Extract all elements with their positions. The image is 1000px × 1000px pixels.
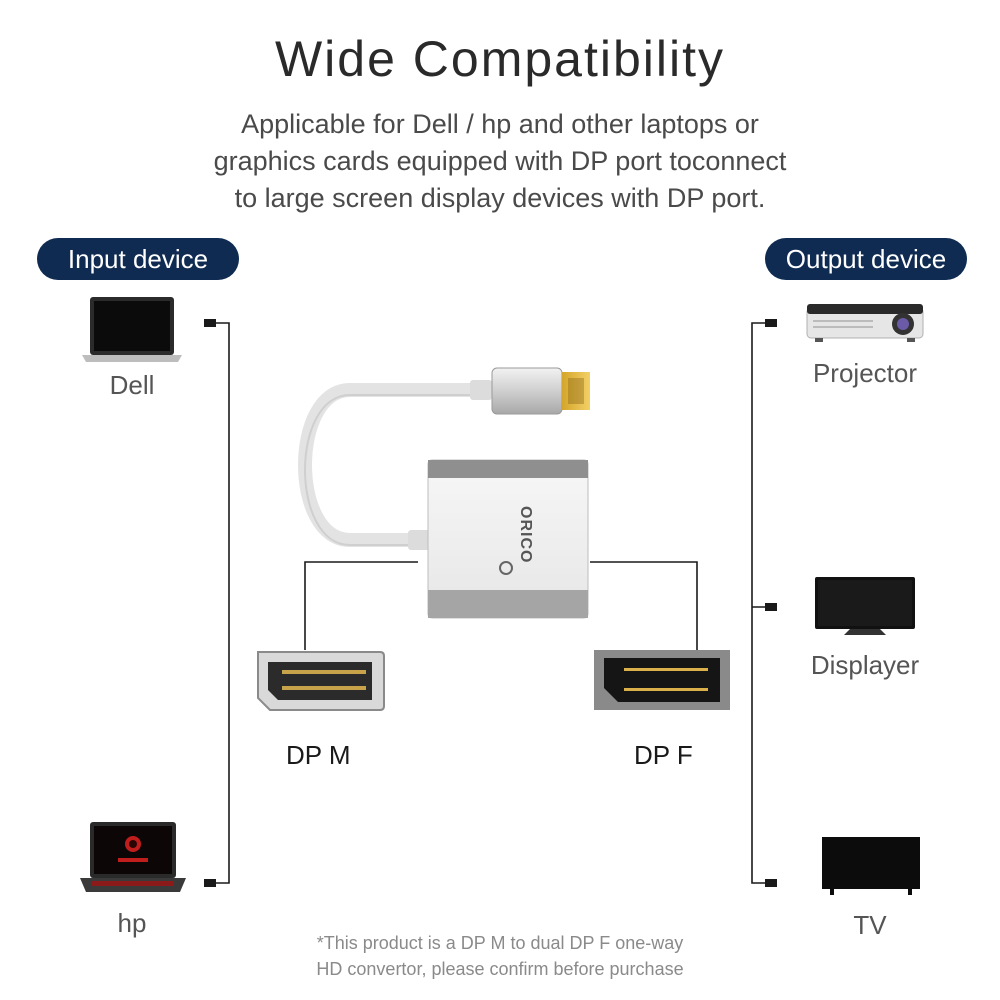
description-line: Applicable for Dell / hp and other lapto… <box>241 109 759 139</box>
footnote-line: HD convertor, please confirm before purc… <box>316 959 684 979</box>
gaming-laptop-icon <box>80 822 186 892</box>
brand-logo: ORICO <box>517 506 534 564</box>
device-label-projector: Projector <box>812 358 918 388</box>
description-line: graphics cards equipped with DP port toc… <box>213 146 787 176</box>
tv-icon <box>822 837 920 895</box>
device-label-dell: Dell <box>109 370 155 400</box>
footnote: *This product is a DP M to dual DP F one… <box>260 930 740 982</box>
device-label-tv: TV <box>853 910 887 940</box>
dp-female-port-icon <box>594 650 730 710</box>
description-line: to large screen display devices with DP … <box>234 183 766 213</box>
device-label-displayer: Displayer <box>810 650 920 680</box>
adapter-product-image <box>298 367 590 619</box>
dp-male-port-icon <box>257 651 385 711</box>
footnote-line: *This product is a DP M to dual DP F one… <box>316 933 684 953</box>
page-title: Wide Compatibility <box>274 31 725 87</box>
projector-icon <box>806 304 924 342</box>
monitor-icon <box>815 577 915 635</box>
description: Applicable for Dell / hp and other lapto… <box>150 106 850 217</box>
input-device-badge: Input device <box>37 238 239 280</box>
port-label-dp-male: DP M <box>286 740 351 770</box>
laptop-icon <box>82 297 182 362</box>
port-label-dp-female: DP F <box>634 740 693 770</box>
device-label-hp: hp <box>117 908 147 938</box>
output-device-badge: Output device <box>765 238 967 280</box>
